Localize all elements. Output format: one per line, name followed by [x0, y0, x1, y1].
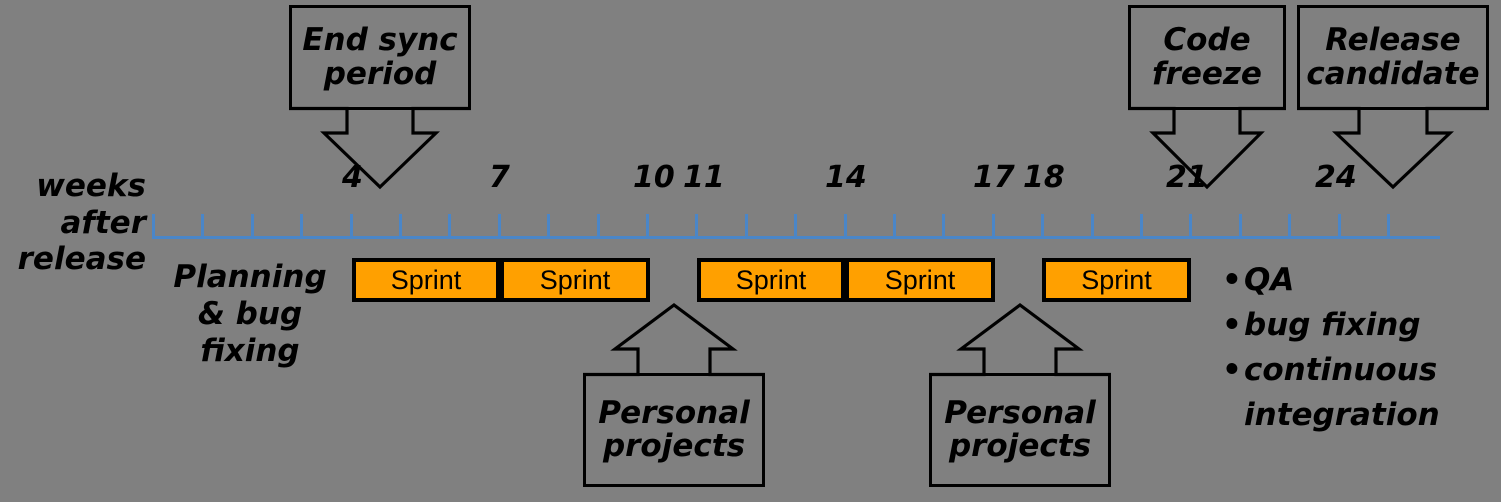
arrow-down-code-freeze	[1128, 106, 1286, 190]
week-label-17: 17	[973, 160, 1015, 195]
axis-tick	[1337, 214, 1341, 239]
axis-tick	[497, 214, 501, 239]
callout-personal-projects-1-label: Personal projects	[598, 394, 750, 464]
bullet-dot-icon: •	[1222, 306, 1242, 343]
week-label-11: 11	[683, 160, 725, 195]
axis-tick	[991, 214, 995, 239]
axis-tick	[942, 214, 946, 239]
callout-release-candidate[interactable]: Release candidate	[1297, 5, 1489, 110]
sprint-box-5-label: Sprint	[1081, 264, 1152, 295]
callout-personal-projects-2-label: Personal projects	[944, 394, 1096, 464]
week-label-18: 18	[1023, 160, 1065, 195]
axis-tick	[695, 214, 699, 239]
axis-tick	[1189, 214, 1193, 239]
axis-tick	[152, 214, 155, 239]
sprint-box-3-label: Sprint	[735, 264, 807, 295]
axis-tick	[744, 214, 748, 239]
axis-title-line-3: release	[17, 241, 146, 278]
axis-tick	[250, 214, 254, 239]
week-label-10: 10	[633, 160, 675, 195]
week-label-7: 7	[489, 160, 510, 195]
axis-tick	[794, 214, 798, 239]
axis-tick	[1238, 214, 1242, 239]
sprint-box-1-label: Sprint	[390, 264, 462, 295]
callout-end-sync-period-label: End sync period	[302, 22, 458, 92]
callout-release-candidate-label: Release candidate	[1306, 22, 1480, 92]
callout-code-freeze-label: Code freeze	[1152, 22, 1262, 92]
axis-tick	[349, 214, 353, 239]
arrow-up-personal-projects-2	[929, 303, 1111, 377]
axis-title-line-2: after	[60, 204, 146, 241]
axis-title-weeks-after-release: weeks after release	[0, 168, 146, 278]
sprint-box-4-label: Sprint	[884, 264, 956, 295]
bullet-dot-icon: •	[1222, 351, 1242, 388]
axis-tick	[1090, 214, 1094, 239]
list-item: • bug fixing	[1222, 303, 1497, 348]
axis-title-line-1: weeks	[36, 168, 146, 204]
bullet-text-qa: QA	[1244, 262, 1295, 298]
planning-label-line-2: & bug fixing	[197, 296, 303, 370]
axis-tick	[547, 214, 551, 239]
callout-code-freeze[interactable]: Code freeze	[1128, 5, 1286, 110]
list-item: • continuous integration	[1222, 348, 1497, 438]
bullet-dot-icon: •	[1222, 262, 1242, 298]
week-label-21: 21	[1166, 160, 1208, 195]
week-label-14: 14	[825, 160, 867, 195]
arrow-down-end-sync-period	[289, 106, 471, 190]
sprint-box-2[interactable]: Sprint	[500, 258, 650, 302]
callout-personal-projects-1[interactable]: Personal projects	[583, 373, 765, 487]
arrow-up-personal-projects-1	[583, 303, 765, 377]
sprint-box-3[interactable]: Sprint	[697, 258, 845, 302]
axis-tick	[1387, 214, 1390, 239]
axis-tick	[646, 214, 649, 239]
axis-tick	[300, 214, 304, 239]
axis-tick	[843, 214, 847, 239]
activities-bullet-list: • QA • bug fixing • continuous integrati…	[1222, 258, 1497, 438]
sprint-box-4[interactable]: Sprint	[845, 258, 995, 302]
axis-tick	[1288, 214, 1292, 239]
week-label-24: 24	[1315, 160, 1357, 195]
sprint-box-5[interactable]: Sprint	[1042, 258, 1191, 302]
sprint-box-2-label: Sprint	[539, 264, 611, 295]
callout-personal-projects-2[interactable]: Personal projects	[929, 373, 1111, 487]
axis-tick	[448, 214, 452, 239]
list-item: • QA	[1222, 258, 1497, 303]
week-label-4: 4	[342, 160, 363, 195]
sprint-box-1[interactable]: Sprint	[352, 258, 500, 302]
bullet-text-continuous-integration: continuous integration	[1244, 351, 1440, 433]
planning-and-bug-fixing-label: Planning & bug fixing	[150, 259, 350, 371]
axis-tick	[201, 214, 205, 239]
arrow-down-release-candidate	[1297, 106, 1489, 190]
callout-end-sync-period[interactable]: End sync period	[289, 5, 471, 110]
axis-tick	[893, 214, 896, 239]
axis-tick	[596, 214, 600, 239]
planning-label-line-1: Planning	[173, 259, 327, 295]
axis-tick	[1041, 214, 1045, 239]
axis-tick	[1140, 214, 1143, 239]
axis-tick	[399, 214, 402, 239]
bullet-text-bug-fixing: bug fixing	[1244, 306, 1421, 343]
